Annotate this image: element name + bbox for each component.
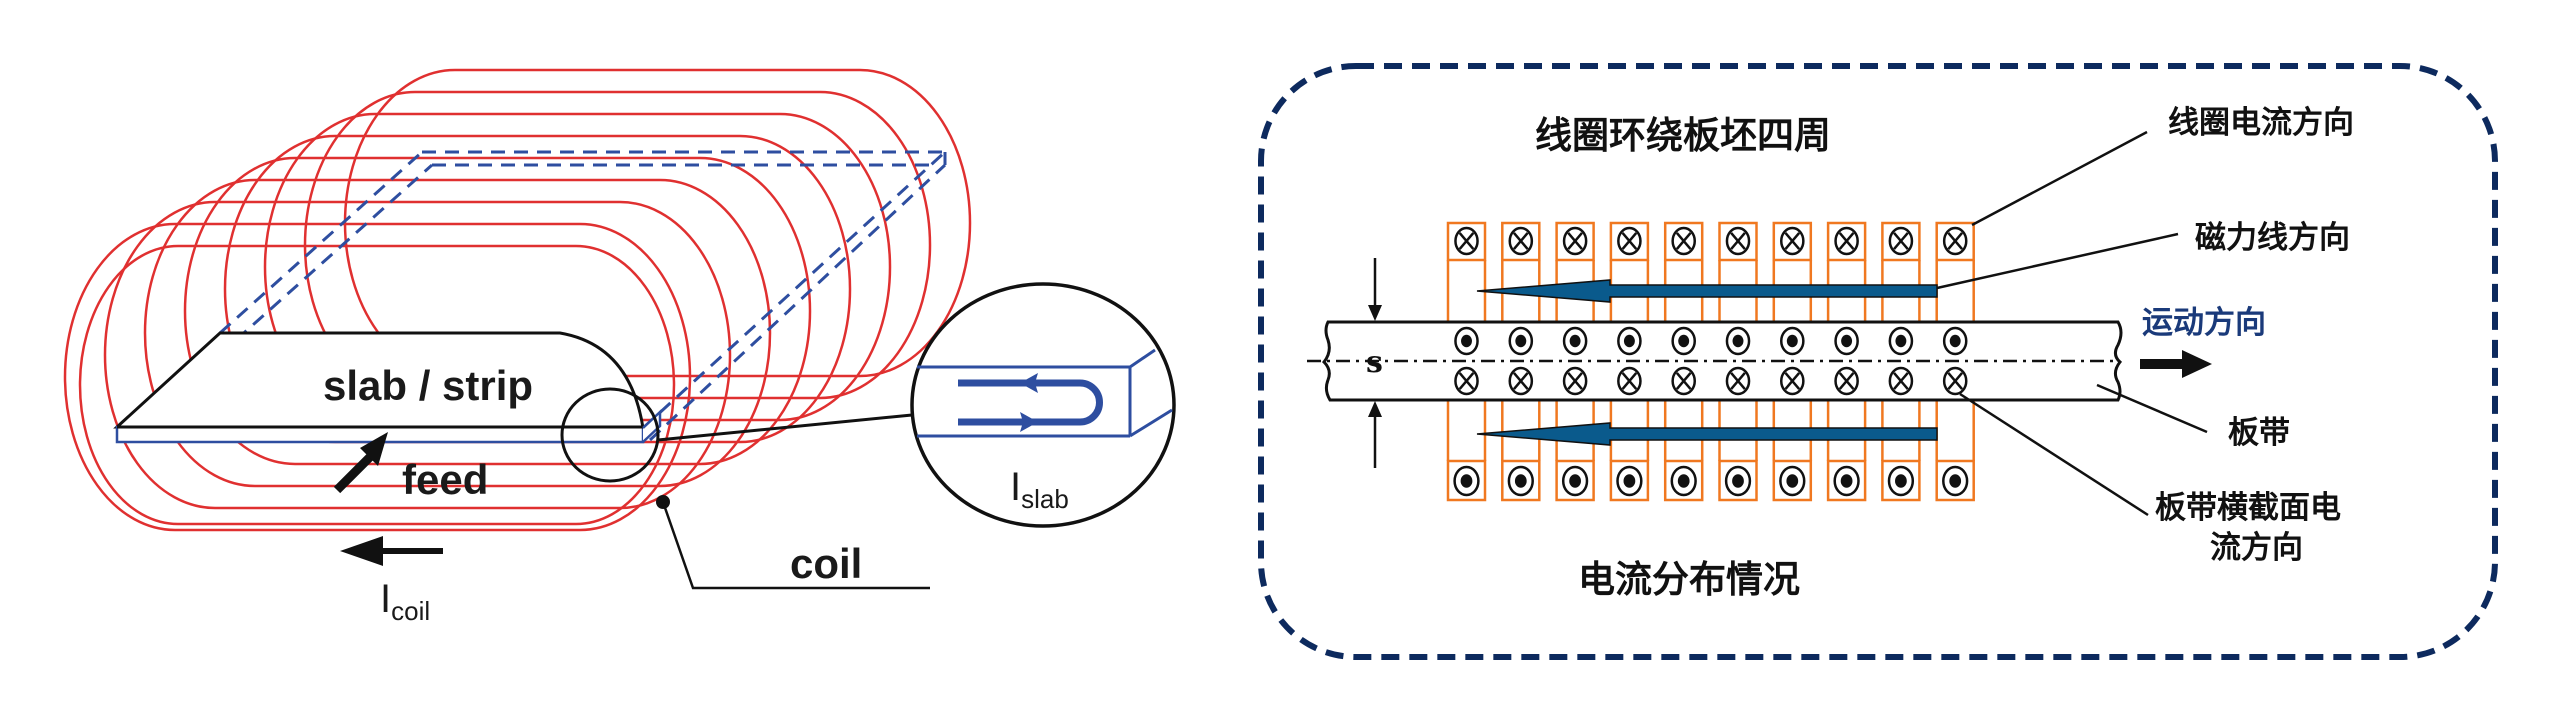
label-strip: 板带 (2228, 415, 2290, 451)
coil-current-out-of-page-icon (1616, 465, 1643, 497)
coil-current-into-page-icon (1562, 226, 1588, 256)
detail-marker-circle (560, 387, 660, 483)
title-bottom: 电流分布情况 (1578, 558, 1800, 601)
slab-label: slab / strip (323, 362, 533, 409)
coil-current-out-of-page-icon (1833, 465, 1860, 497)
coil-label: coil (790, 540, 862, 587)
slab-hidden-edges (218, 150, 947, 442)
current-distribution-diagram: 线圈环绕板坯四周 电流分布情况 s 运动方向 (1258, 63, 2498, 660)
strip-current-into-page-icon (1834, 366, 1859, 396)
strip-current-into-page-icon (1942, 366, 1968, 396)
feed-label: feed (402, 456, 488, 503)
arrow-right-icon (1020, 412, 1038, 432)
coil-column (1446, 221, 1487, 502)
strip-current-out-of-page-icon (1562, 326, 1588, 356)
flux-arrow-top (1476, 279, 1938, 303)
coil-turns (63, 68, 972, 532)
strip-current-out-of-page-icon (1834, 326, 1859, 356)
leader-lines (1936, 130, 2208, 517)
coil-columns (1446, 221, 1975, 502)
coil-current-into-page-icon (1671, 226, 1696, 256)
label-strip-current-line2: 流方向 (2210, 530, 2303, 566)
strip-current-into-page-icon (1454, 366, 1479, 396)
strip-current-out-of-page-icon (1671, 326, 1696, 356)
slab-top-face (113, 331, 645, 430)
motion-arrow-icon (2140, 350, 2212, 378)
coil-column (1935, 221, 1975, 502)
coil-current-out-of-page-icon (1724, 465, 1752, 497)
i-slab-label: Islab (1010, 465, 1069, 514)
coil-column (1555, 221, 1595, 502)
coil-current-into-page-icon (1725, 226, 1751, 256)
coil-current-out-of-page-icon (1779, 465, 1806, 497)
coil-current-out-of-page-icon (1561, 465, 1589, 497)
arrow-left-icon (1020, 373, 1038, 393)
i-coil-label: Icoil (380, 577, 430, 626)
coil-leader-line (661, 501, 930, 590)
coil-current-into-page-icon (1454, 226, 1479, 256)
coil-turn (63, 222, 692, 532)
thickness-dimension (1368, 258, 1382, 468)
strip-current-into-page-icon (1888, 366, 1914, 396)
motion-direction-label: 运动方向 (2142, 305, 2266, 341)
strip-current-out-of-page-icon (1942, 326, 1968, 356)
strip-current-out-of-page-icon (1780, 326, 1805, 356)
coil-current-into-page-icon (1780, 226, 1805, 256)
coil-turn-inner (78, 244, 676, 526)
strip-current-out-of-page-icon (1454, 326, 1479, 356)
strip-current-into-page-icon (1508, 366, 1534, 396)
title-top: 线圈环绕板坯四周 (1535, 114, 1831, 157)
label-strip-current-line1: 板带横截面电 (2155, 490, 2341, 526)
coil-turn (143, 178, 772, 488)
induction-coil-diagram: slab / strip feed Icoil coil (63, 68, 1176, 626)
slab-current-inset: Islab (910, 282, 1176, 528)
coil-current-out-of-page-icon (1453, 465, 1480, 497)
strip-current-into-page-icon (1562, 366, 1588, 396)
strip-current-into-page-icon (1671, 366, 1696, 396)
coil-turn (183, 156, 812, 466)
coil-column (1718, 221, 1758, 502)
strip-current-into-page-icon (1617, 366, 1642, 396)
feed-arrow-icon (333, 432, 388, 494)
coil-column (1826, 221, 1867, 502)
strip (1307, 320, 2123, 402)
strip-current-into-page-icon (1780, 366, 1805, 396)
coil-current-into-page-icon (1942, 226, 1968, 256)
thickness-symbol: s (1366, 345, 1383, 380)
coil-current-into-page-icon (1508, 226, 1534, 256)
coil-current-into-page-icon (1888, 226, 1914, 256)
strip-current-out-of-page-icon (1888, 326, 1914, 356)
coil-current-out-of-page-icon (1887, 465, 1915, 497)
coil-column (1609, 221, 1650, 502)
detail-leader-line (657, 413, 913, 442)
dashed-frame (1258, 63, 2498, 660)
strip-current-out-of-page-icon (1725, 326, 1751, 356)
coil-current-into-page-icon (1617, 226, 1642, 256)
coil-current-out-of-page-icon (1670, 465, 1697, 497)
strip-current-out-of-page-icon (1617, 326, 1642, 356)
flux-arrow-bottom (1476, 422, 1938, 446)
strip-current-out-of-page-icon (1508, 326, 1534, 356)
coil-current-arrow-icon (340, 536, 443, 566)
coil-current-into-page-icon (1834, 226, 1859, 256)
label-field-line-direction: 磁力线方向 (2195, 220, 2350, 256)
strip-current-into-page-icon (1725, 366, 1751, 396)
coil-turn (103, 200, 732, 510)
coil-current-out-of-page-icon (1507, 465, 1534, 497)
coil-column (1772, 221, 1813, 502)
coil-current-out-of-page-icon (1942, 465, 1969, 497)
strip-current-symbols (1454, 326, 1968, 396)
slab-current-loop (958, 379, 1103, 426)
label-coil-current-direction: 线圈电流方向 (2168, 105, 2354, 141)
